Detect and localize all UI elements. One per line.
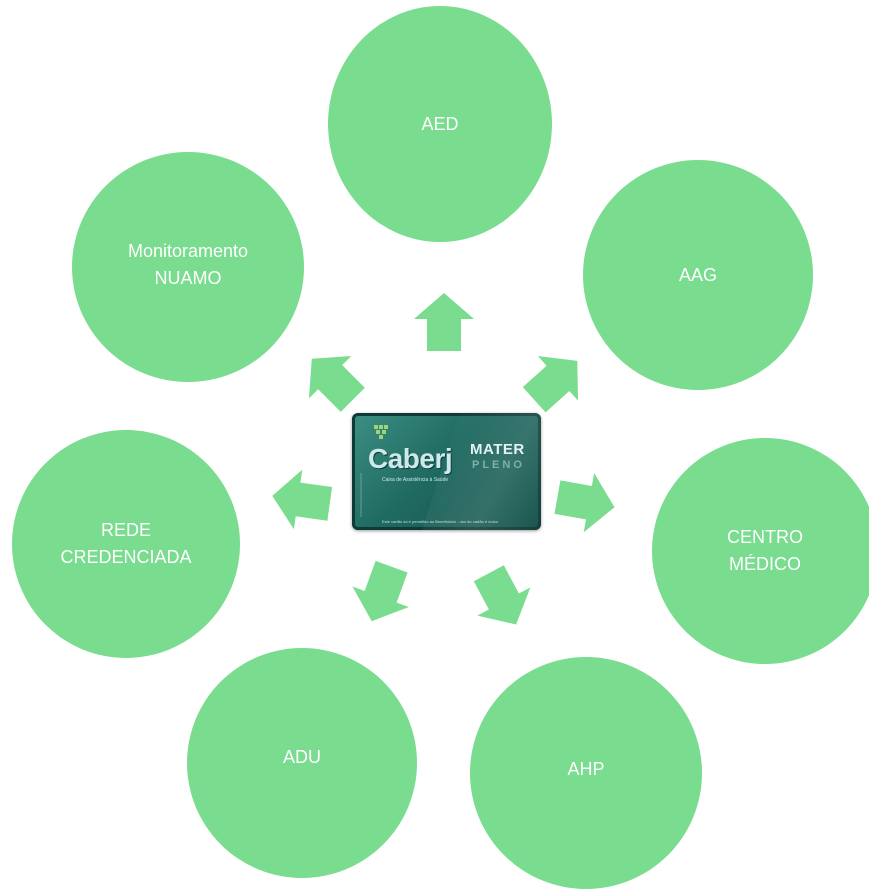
arrow-to-centro-medico (554, 473, 615, 533)
arrow-to-monitoramento-nuamo (308, 355, 365, 412)
node-aed-label: AED (421, 113, 459, 134)
node-rede-credenciada-label: REDE CREDENCIADA (60, 520, 192, 567)
arrow-to-aed (414, 293, 474, 351)
caberj-logo-icon (374, 425, 388, 439)
node-monitoramento-nuamo-label: Monitoramento NUAMO (127, 241, 249, 288)
node-aed: AED (328, 6, 552, 242)
center-card: Caberj Caixa de Assistência à Saúde MATE… (352, 413, 541, 530)
card-footnote: Este cartão só é permitido ao Beneficiár… (382, 519, 498, 524)
node-monitoramento-nuamo: Monitoramento NUAMO (72, 152, 304, 382)
arrow-to-adu (352, 560, 409, 622)
card-brand: Caberj (368, 443, 453, 474)
card-product-line2: PLENO (472, 459, 525, 471)
node-ahp-label: AHP (567, 758, 605, 779)
node-rede-credenciada: REDE CREDENCIADA (12, 430, 240, 658)
card-tagline: Caixa de Assistência à Saúde (382, 477, 449, 483)
arrow-to-ahp (473, 565, 531, 625)
card-product-line1: MATER (470, 441, 525, 458)
card-side-line (360, 473, 362, 517)
arrow-to-aag (522, 356, 579, 413)
node-aag-label: AAG (678, 264, 717, 285)
node-centro-medico: CENTRO MÉDICO (652, 438, 869, 664)
node-adu: ADU (187, 648, 417, 878)
arrow-to-rede-credenciada (272, 469, 333, 530)
node-ahp: AHP (470, 657, 702, 889)
node-adu-label: ADU (282, 746, 321, 767)
node-aag: AAG (583, 160, 813, 390)
node-centro-medico-label: CENTRO MÉDICO (727, 527, 803, 574)
